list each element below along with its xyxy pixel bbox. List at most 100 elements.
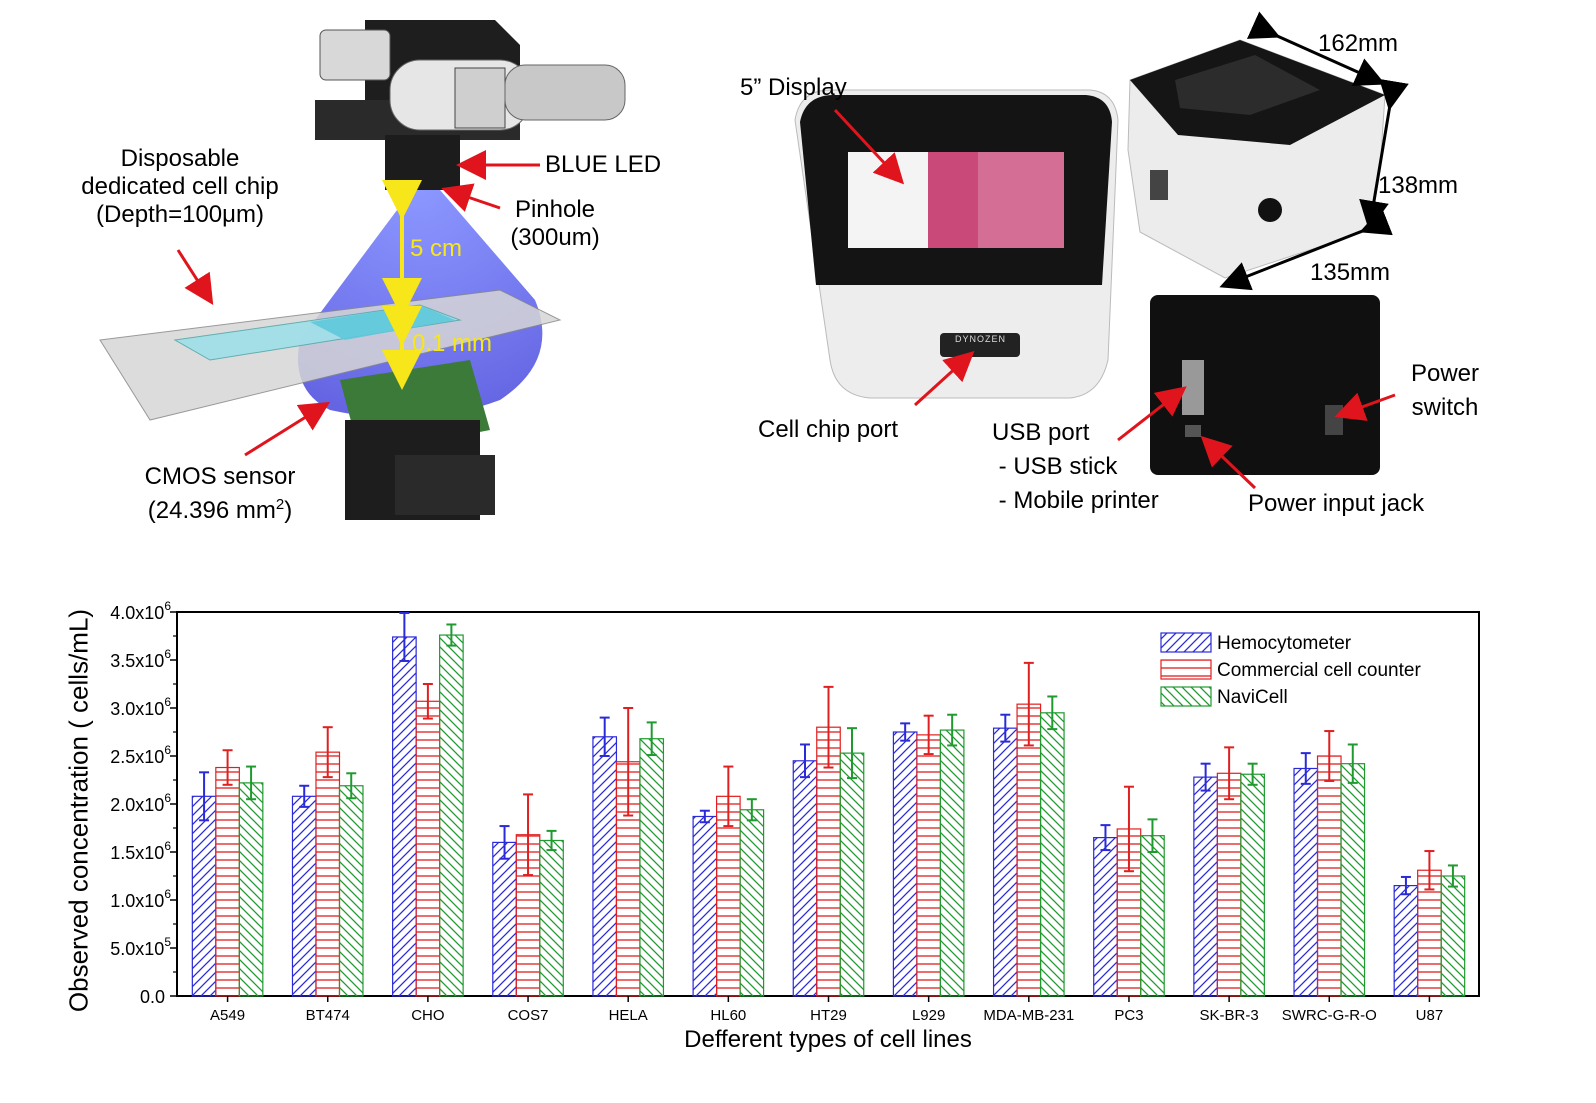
legend-swatch <box>1160 659 1212 680</box>
y-tick-label: 0.0 <box>140 987 165 1007</box>
legend-swatch <box>1160 632 1212 653</box>
error-bar <box>546 829 557 852</box>
x-tick-label: CHO <box>411 1007 444 1024</box>
chip-label-line3: (Depth=100μm) <box>96 201 264 228</box>
display-label: 5” Display <box>740 74 847 101</box>
illustration-drawings <box>99 11 1409 520</box>
bar <box>238 782 264 997</box>
bar <box>1393 884 1419 997</box>
legend-label: Commercial cell counter <box>1217 660 1421 681</box>
bar <box>1340 763 1366 997</box>
sensor-label-area: (24.396 mm <box>147 497 276 524</box>
bar <box>215 766 240 997</box>
bar <box>1240 773 1265 997</box>
y-tick-label: 4.0x106 <box>110 599 171 623</box>
bar <box>592 736 618 997</box>
bar <box>992 727 1018 997</box>
sensor-label: CMOS sensor (24.396 mm2) <box>120 463 320 525</box>
x-tick-label: U87 <box>1416 1007 1444 1024</box>
legend-label: NaviCell <box>1217 687 1288 708</box>
error-bar <box>499 825 510 860</box>
error-bar <box>1400 875 1411 896</box>
power-switch-label-line2: switch <box>1411 394 1479 421</box>
bar <box>939 729 965 997</box>
pinhole-label: Pinhole (300um) <box>495 196 615 252</box>
x-tick-label: SK-BR-3 <box>1200 1007 1259 1024</box>
bar <box>692 815 718 997</box>
x-tick-label: PC3 <box>1114 1007 1143 1024</box>
bar <box>539 839 564 997</box>
dimension-depth: 162mm <box>1318 30 1399 57</box>
bar <box>315 751 341 997</box>
error-bar <box>1300 752 1311 785</box>
error-bar <box>222 749 233 786</box>
x-tick-label: HELA <box>609 1007 648 1024</box>
error-bar <box>1224 746 1235 801</box>
error-bar <box>1447 864 1458 888</box>
bar <box>415 700 441 997</box>
error-bar <box>246 765 257 801</box>
usb-label: USB port - USB stick - Mobile printer <box>992 416 1159 518</box>
y-tick-label: 1.0x106 <box>110 887 171 911</box>
error-bar <box>623 707 634 817</box>
y-tick-label: 2.5x106 <box>110 743 171 767</box>
power-switch-label-line1: Power <box>1410 360 1480 387</box>
error-bar <box>1200 762 1211 792</box>
error-bar <box>646 721 657 757</box>
bar <box>739 809 765 997</box>
gap-label: 0.1 mm <box>412 330 493 357</box>
bar <box>291 795 317 997</box>
bar <box>1140 835 1165 997</box>
bar <box>1216 772 1242 997</box>
error-bar <box>1047 695 1058 731</box>
error-bar <box>1324 730 1335 782</box>
error-bar <box>1347 743 1358 784</box>
error-bar <box>346 772 357 800</box>
error-bar <box>399 611 410 662</box>
power-switch-label: Power switch <box>1395 357 1495 425</box>
error-bar <box>1000 713 1011 743</box>
bar <box>338 785 364 997</box>
dimension-width: 135mm <box>1310 259 1391 286</box>
x-tick-label: BT474 <box>306 1007 350 1024</box>
led-label: BLUE LED <box>545 151 662 178</box>
bar <box>1039 712 1065 997</box>
y-tick-label: 5.0x105 <box>110 935 171 959</box>
x-tick-label: SWRC-G-R-O <box>1282 1007 1377 1024</box>
dimension-height: 138mm <box>1378 172 1459 199</box>
error-bar <box>923 714 934 756</box>
x-axis-label: Defferent types of cell lines <box>684 1026 972 1053</box>
bar <box>839 752 865 997</box>
error-bar <box>523 793 534 877</box>
error-bar <box>1023 661 1034 747</box>
sensor-label-line1: CMOS sensor <box>144 463 296 490</box>
error-bar <box>699 809 710 824</box>
x-tick-label: COS7 <box>508 1007 549 1024</box>
pinhole-label-line1: Pinhole <box>514 196 596 223</box>
bar <box>1293 767 1319 997</box>
error-bar <box>723 765 734 828</box>
brand-text: DYNOZEN <box>955 334 1007 344</box>
error-bar <box>1147 818 1158 853</box>
error-bar <box>800 743 810 779</box>
chip-label-line1: Disposable <box>120 145 240 172</box>
bar <box>1440 875 1466 997</box>
bar <box>439 634 464 997</box>
error-bar <box>947 713 958 747</box>
bars-group <box>191 611 1466 997</box>
cmos-sensor-drawing <box>340 360 495 520</box>
error-bar <box>823 685 834 769</box>
bar <box>1316 755 1342 997</box>
error-bar <box>1123 785 1134 873</box>
usb-label-line1: USB port <box>992 419 1090 446</box>
bar <box>191 795 217 997</box>
cell-chip-port-label: Cell chip port <box>758 416 899 443</box>
error-bar <box>847 727 857 780</box>
x-tick-label: L929 <box>912 1007 945 1024</box>
y-tick-label: 1.5x106 <box>110 839 171 863</box>
error-bar <box>599 716 610 757</box>
pinhole-label-line2: (300um) <box>510 224 600 251</box>
bar <box>1016 703 1042 997</box>
chip-label: Disposable dedicated cell chip (Depth=10… <box>60 145 300 229</box>
